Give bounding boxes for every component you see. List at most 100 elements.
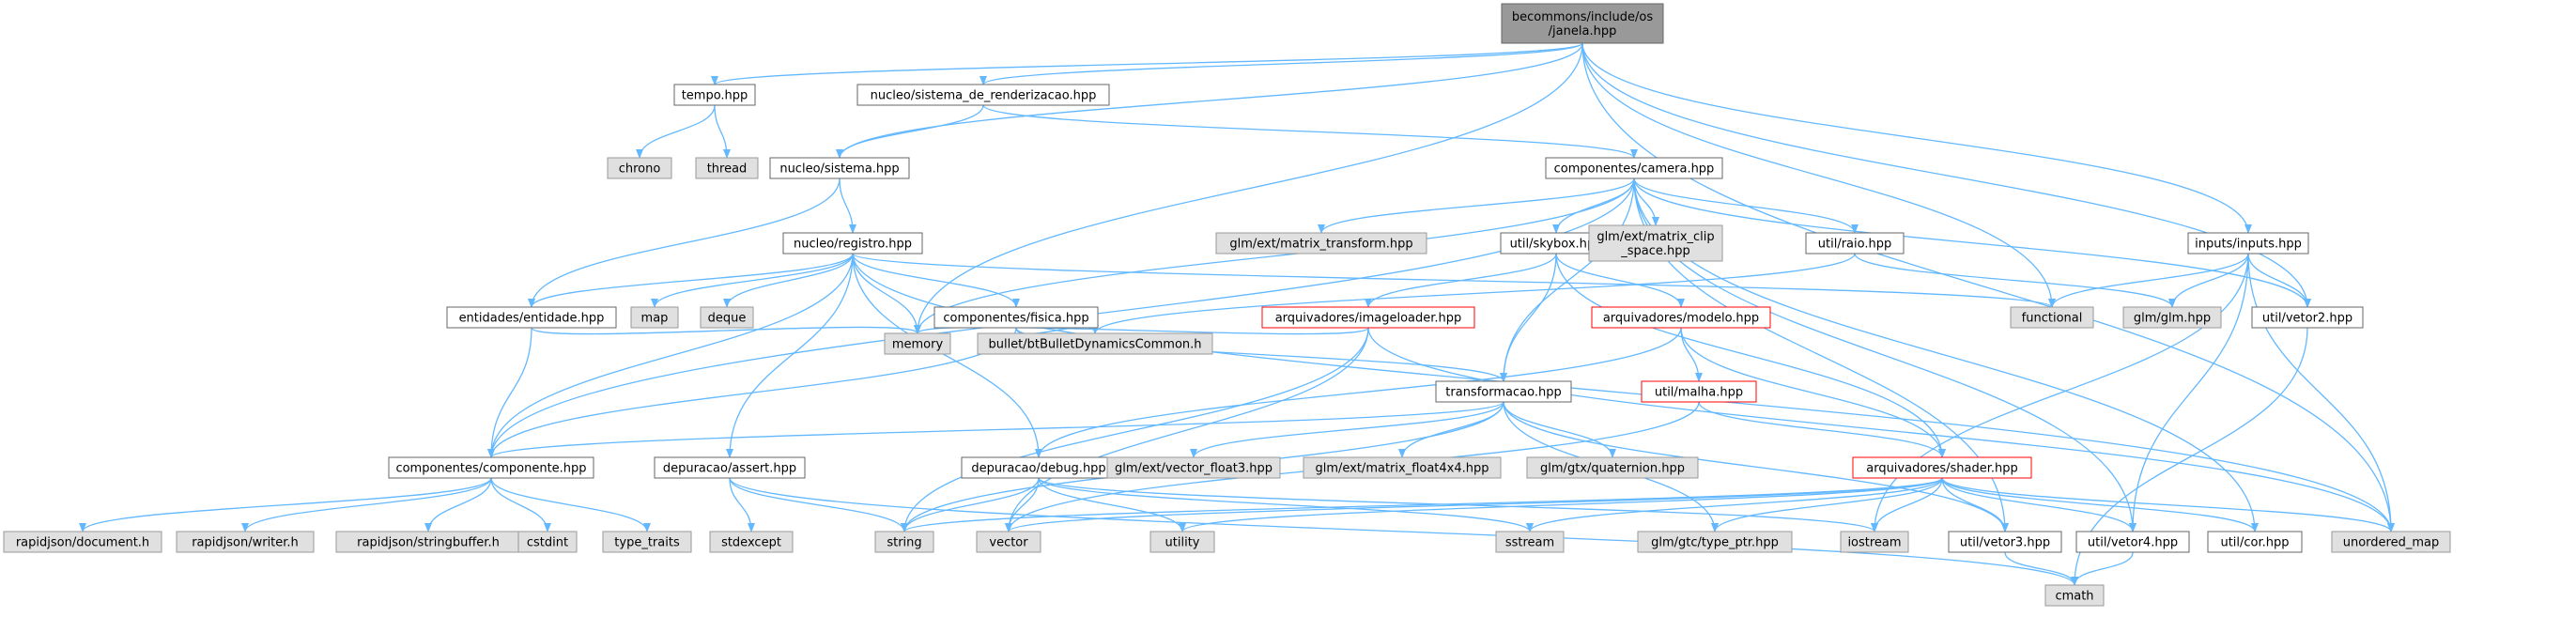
node-malha[interactable]: util/malha.hpp [1641,380,1757,403]
node-vetor2[interactable]: util/vetor2.hpp [2251,306,2364,329]
edge-raio-to-bullet [1091,253,1856,334]
edge-modelo-to-shader [1680,327,1946,458]
node-box-bullet [977,332,1213,355]
node-rj_stringbuffer: rapidjson/stringbuffer.h [335,531,521,553]
edge-imageloader-to-vector [1005,327,1369,532]
node-box-clip_space [1588,224,1723,262]
edge-imageloader-to-unordered_map [1367,327,2395,532]
edge-transformacao-to-float4x4 [1398,401,1504,458]
edge-shader-to-vetor4 [1941,477,2136,532]
edge-shader-to-sstream [1526,477,1943,532]
node-box-iostream [1840,531,1909,553]
edge-sistema-to-registro [839,177,856,234]
edge-root-to-tempo [711,42,1583,85]
node-shader[interactable]: arquivadores/shader.hpp [1852,456,2032,479]
node-rj_writer: rapidjson/writer.h [176,531,315,553]
node-cmath: cmath [2044,584,2105,607]
node-raio[interactable]: util/raio.hpp [1805,232,1905,255]
node-box-utility [1149,531,1215,553]
node-box-cor [2207,531,2303,553]
node-box-vector [976,531,1041,553]
node-box-raio [1805,232,1905,255]
node-rj_document: rapidjson/document.h [3,531,162,553]
edge-root-to-vetor2 [1581,42,2311,308]
node-box-sstream [1495,531,1565,553]
node-label-type_traits: type_traits [614,536,680,550]
node-memory: memory [884,332,951,355]
node-label-registro: nucleo/registro.hpp [794,238,912,252]
edge-componente-to-cstdint [490,477,551,532]
edge-transformacao-to-vetor3 [1503,401,2009,532]
node-box-functional [2010,306,2094,329]
node-box-assert [654,456,806,479]
edge-camera-to-vetor2 [1633,177,2311,308]
node-fisica[interactable]: componentes/fisica.hpp [933,306,1099,329]
edge-debug-to-string [901,477,1040,532]
node-cor[interactable]: util/cor.hpp [2207,531,2303,553]
edge-camera-to-cor [1633,177,2259,532]
node-vetor3[interactable]: util/vetor3.hpp [1948,531,2062,553]
node-skybox[interactable]: util/skybox.hpp [1500,232,1612,255]
node-modelo[interactable]: arquivadores/modelo.hpp [1591,306,1771,329]
node-quaternion: glm/gtx/quaternion.hpp [1526,456,1699,479]
node-label-imageloader: arquivadores/imageloader.hpp [1275,312,1462,326]
node-box-vector_float3 [1106,456,1281,479]
edge-assert-to-cmath [729,477,2078,586]
node-sisrend[interactable]: nucleo/sistema_de_renderizacao.hpp [856,84,1110,106]
node-camera[interactable]: componentes/camera.hpp [1545,157,1723,179]
node-label-assert: depuracao/assert.hpp [663,462,796,476]
node-vector: vector [976,531,1041,553]
edge-tempo-to-chrono [636,104,716,159]
edge-debug-to-utility [1038,477,1186,532]
node-box-imageloader [1261,306,1475,329]
node-label-rj_document: rapidjson/document.h [16,536,149,550]
node-bullet: bullet/btBulletDynamicsCommon.h [977,332,1213,355]
edge-transformacao-to-vector_float3 [1190,401,1504,458]
node-label-vetor4: util/vetor4.hpp [2088,536,2178,550]
node-inputs[interactable]: inputs/inputs.hpp [2187,232,2309,255]
node-box-vetor3 [1948,531,2062,553]
edge-shader-to-unordered_map [1941,477,2395,532]
node-vetor4[interactable]: util/vetor4.hpp [2075,531,2190,553]
node-label-vetor3: util/vetor3.hpp [1960,536,2050,550]
edge-sisrend-to-camera [982,104,1638,159]
node-label-iostream: iostream [1847,536,1901,550]
node-label-clip_space: _space.hpp [1620,244,1690,258]
node-box-vetor4 [2075,531,2190,553]
node-sistema[interactable]: nucleo/sistema.hpp [769,157,910,179]
node-label-fisica: componentes/fisica.hpp [943,312,1088,326]
node-box-string [874,531,934,553]
edge-tempo-to-thread [714,104,731,159]
node-box-sisrend [856,84,1110,106]
node-entidade[interactable]: entidades/entidade.hpp [446,306,617,329]
edge-inputs-to-iostream [1871,253,2249,532]
node-box-chrono [607,157,672,179]
node-debug[interactable]: depuracao/debug.hpp [961,456,1117,479]
node-iostream: iostream [1840,531,1909,553]
node-label-glm: glm/glm.hpp [2134,312,2211,326]
node-label-tempo: tempo.hpp [682,89,748,103]
edge-shader-to-iostream [1871,477,1943,532]
node-box-vetor2 [2251,306,2364,329]
node-assert[interactable]: depuracao/assert.hpp [654,456,806,479]
edge-inputs-to-functional [2048,253,2249,308]
node-transformacao[interactable]: transformacao.hpp [1435,380,1572,403]
node-label-chrono: chrono [619,162,661,177]
edge-registro-to-componente [487,253,854,458]
node-registro[interactable]: nucleo/registro.hpp [782,232,923,255]
node-vector_float3: glm/ext/vector_float3.hpp [1106,456,1281,479]
node-box-root [1501,3,1664,44]
node-label-root: /janela.hpp [1549,24,1617,39]
edge-root-to-sisrend [979,42,1583,85]
node-sstream: sstream [1495,531,1565,553]
node-imageloader[interactable]: arquivadores/imageloader.hpp [1261,306,1475,329]
node-box-float4x4 [1303,456,1502,479]
node-componente[interactable]: componentes/componente.hpp [388,456,594,479]
node-label-rj_stringbuffer: rapidjson/stringbuffer.h [357,536,500,550]
node-root[interactable]: becommons/include/os/janela.hpp [1501,3,1664,44]
node-label-vector: vector [989,536,1028,550]
nodes-layer: becommons/include/os/janela.hpp tempo.hpp… [3,3,2451,607]
node-label-cstdint: cstdint [527,536,568,550]
node-tempo[interactable]: tempo.hpp [673,84,756,106]
edge-registro-to-unordered_map [852,253,2395,532]
